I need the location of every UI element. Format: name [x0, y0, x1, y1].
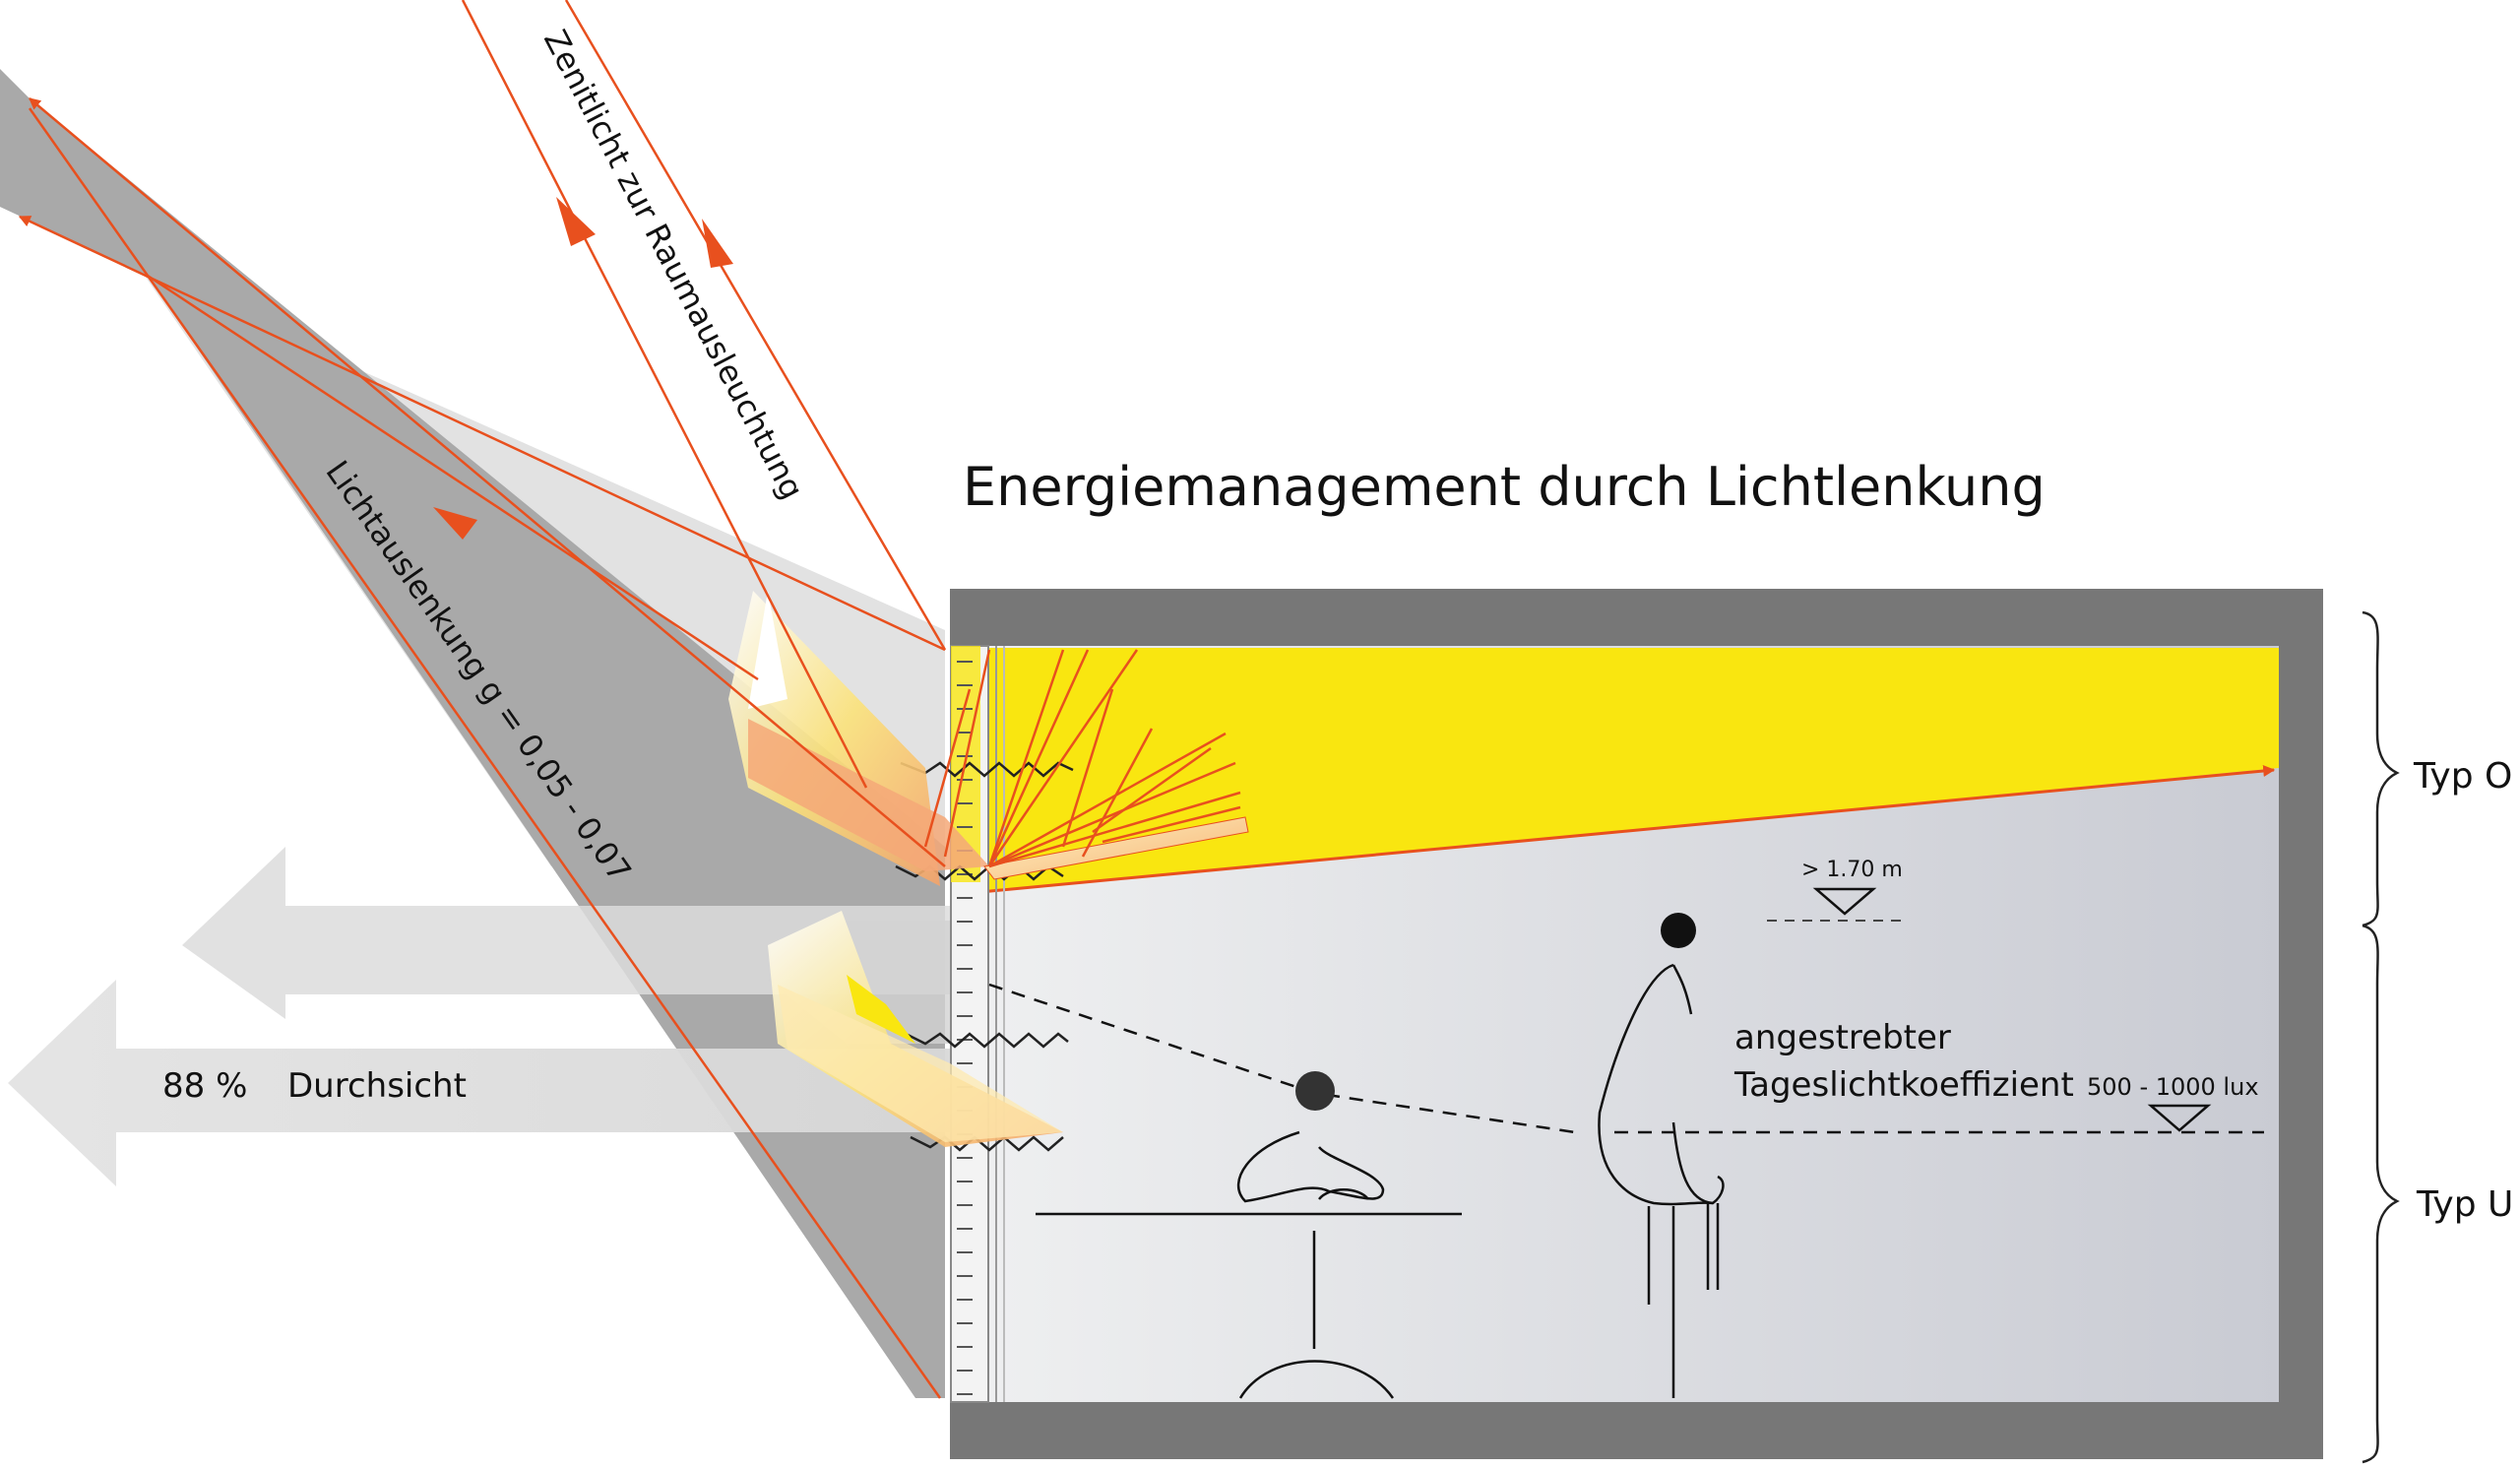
view-arrow-bottom: [8, 980, 1137, 1186]
desk-base: [1238, 1360, 1395, 1399]
seated-person-arm: [1318, 1188, 1369, 1200]
zigzag-line: [905, 1032, 1069, 1049]
type-top-label: Typ O: [2413, 756, 2512, 797]
deflection-ray: [28, 107, 942, 1399]
ceiling-light-ray: [959, 765, 2276, 896]
reflected-ray-fan: [923, 649, 1241, 868]
zenith-light-label: Zenitlicht zur Raumausleuchtung: [536, 24, 811, 505]
seated-person-body: [1236, 1130, 1385, 1203]
seated-person-figure: [1036, 1071, 1462, 1399]
zenith-arrowhead: [702, 219, 733, 268]
type-braces: [2362, 610, 2400, 1464]
brace-typ-u: [2362, 924, 2400, 1464]
seated-person-head: [1295, 1071, 1335, 1111]
zigzag-line: [900, 761, 1074, 778]
prism-lower-yellow: [847, 975, 915, 1044]
lux-label: 500 - 1000 lux: [2087, 1073, 2259, 1101]
prism-lower-panel: [778, 985, 1063, 1142]
zenith-ray: [461, 0, 868, 789]
prism-reflector: [983, 816, 1249, 880]
prism-lower-glow: [768, 911, 1063, 1147]
deflection-ray: [18, 215, 946, 652]
deflection-arrowhead: [433, 507, 477, 540]
height-label: > 1.70 m: [1801, 858, 1903, 882]
height-marker-icon: [1812, 887, 1877, 916]
standing-person-body: [1598, 963, 1714, 1206]
standing-person-arm: [1671, 1121, 1725, 1205]
percent-label: 88 %: [162, 1066, 247, 1106]
standing-person-head: [1661, 913, 1696, 948]
ceiling-light-zone: [960, 648, 2279, 894]
lux-marker-icon: [2147, 1104, 2212, 1132]
deflection-ray: [147, 274, 759, 681]
standing-person-shoulder: [1671, 964, 1693, 1015]
view-through-label: Durchsicht: [287, 1066, 467, 1106]
zenith-light-rays: [461, 0, 947, 789]
target-label-line2: Tageslichtkoeffizient: [1733, 1065, 2074, 1105]
brace-typ-o: [2362, 610, 2400, 927]
deflection-rays: [18, 97, 946, 1399]
standing-person-figure: [1598, 913, 1725, 1398]
deflection-ray: [29, 97, 946, 867]
zenith-arrowhead: [556, 197, 596, 246]
target-label-line1: angestrebter: [1734, 1018, 1951, 1057]
type-bottom-label: Typ U: [2416, 1184, 2513, 1225]
zenith-ray: [564, 0, 947, 651]
diagram-title: Energiemanagement durch Lichtlenkung: [963, 456, 2046, 518]
